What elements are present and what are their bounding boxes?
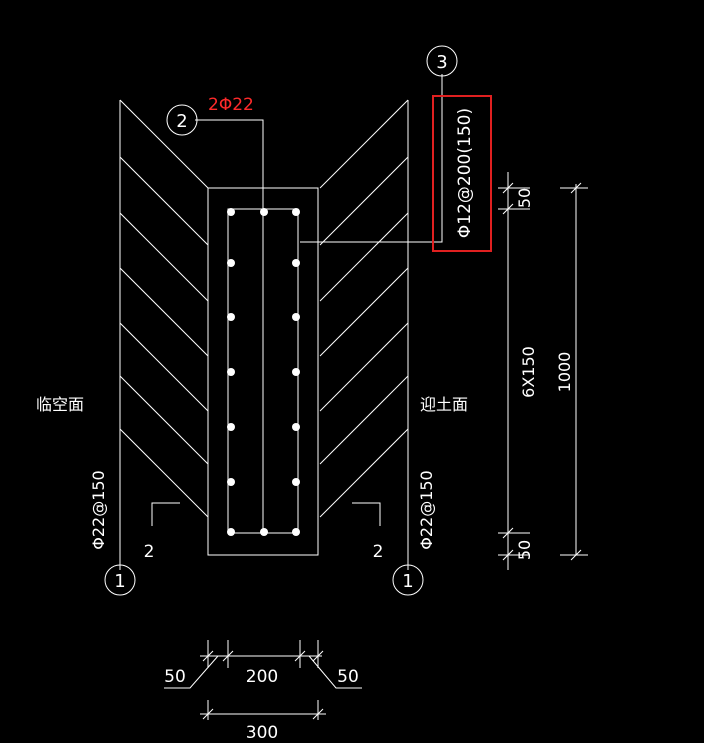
rebar-dot	[292, 423, 300, 431]
rebar-dot	[227, 478, 235, 486]
bottom-dimension-chain	[164, 640, 362, 720]
left-vertical-bar-label: Φ22@150	[89, 470, 108, 550]
callout-1-right-label: 1	[402, 571, 413, 592]
stirrup-highlight-box	[432, 95, 492, 252]
rebar-dot	[227, 528, 235, 536]
rebar-dot	[227, 313, 235, 321]
callout-3-label: 3	[436, 52, 447, 73]
callout-circle-3	[426, 45, 458, 77]
stirrup-label: Φ12@200(150)	[455, 108, 475, 238]
dim-bottom-left: 50	[164, 667, 186, 687]
callout-circle-1-right	[392, 564, 424, 596]
dim-total-height: 1000	[555, 352, 574, 393]
rebar-dot	[260, 208, 268, 216]
top-bar-label: 2Φ22	[208, 95, 254, 115]
section-mark-left-label: 2	[144, 542, 155, 562]
callout-1-left-label: 1	[114, 571, 125, 592]
rebar-dot	[227, 423, 235, 431]
rebar-dot	[292, 208, 300, 216]
left-hatch	[119, 99, 209, 518]
total-height-dimension	[560, 182, 588, 561]
dim-bottom-total: 300	[246, 723, 278, 743]
rebar-dot	[292, 368, 300, 376]
rebar-dot	[292, 528, 300, 536]
callout-2-label: 2	[176, 111, 187, 132]
dim-top-spacing: 50	[515, 188, 534, 208]
leader-stirrup	[300, 74, 443, 243]
right-hatch	[319, 99, 409, 518]
dim-middle-spacing: 6X150	[519, 346, 538, 398]
dim-bottom-center: 200	[246, 667, 278, 687]
dim-bottom-spacing: 50	[515, 540, 534, 560]
dim-bottom-right: 50	[337, 667, 359, 687]
right-face-label: 迎土面	[420, 395, 468, 414]
rebar-dot	[227, 368, 235, 376]
right-dimension-chain	[498, 172, 530, 570]
right-vertical-bar-label: Φ22@150	[417, 470, 436, 550]
callout-circle-1-left	[104, 564, 136, 596]
section-mark-right	[352, 502, 381, 526]
rebar-dot	[292, 313, 300, 321]
rebar-dot	[227, 259, 235, 267]
rebar-dot	[227, 208, 235, 216]
section-mark-left	[151, 502, 180, 526]
rebar-dots	[227, 208, 300, 536]
rebar-dot	[292, 259, 300, 267]
rebar-dot	[292, 478, 300, 486]
rebar-dot	[260, 528, 268, 536]
left-face-label: 临空面	[36, 395, 84, 414]
callout-circle-2	[166, 104, 198, 136]
section-mark-right-label: 2	[373, 542, 384, 562]
leader-top-bar	[195, 119, 264, 209]
